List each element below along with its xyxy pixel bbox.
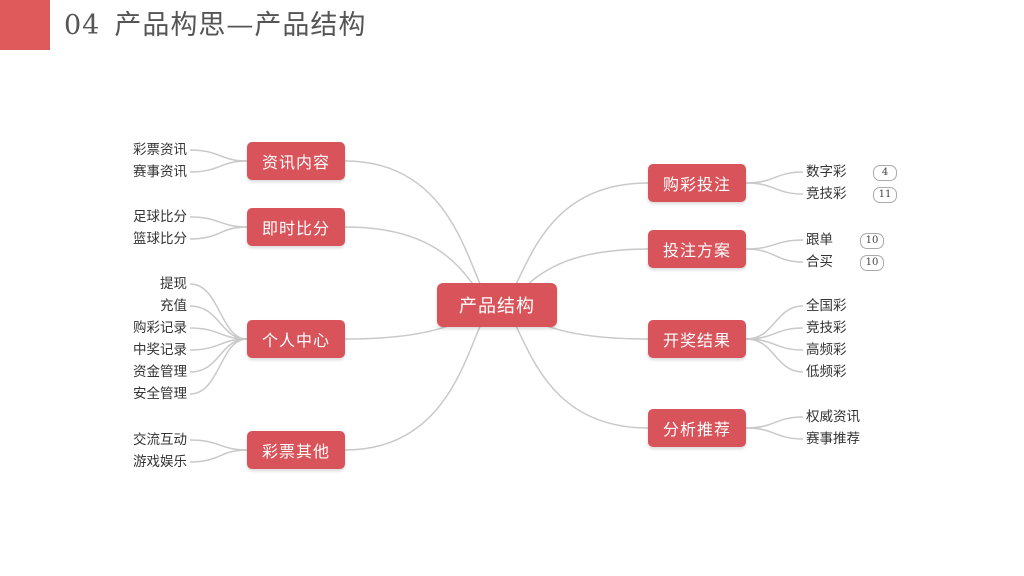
connector-left-3-0 [189,439,248,451]
count-badge: 4 [873,165,897,181]
leaf-football-score: 足球比分 [133,209,187,225]
connector-left-1-1 [189,226,248,240]
leaf-authoritative-news: 权威资讯 [806,409,860,425]
branch-buy-bet[interactable]: 购彩投注 [648,164,746,202]
section-title: 产品构思—产品结构 [114,10,367,41]
leaf-basketball-score: 篮球比分 [133,231,187,247]
page-title: 04 产品构思—产品结构 [64,4,366,48]
leaf-winning-records: 中奖记录 [133,342,187,358]
leaf-game-entertainment: 游戏娱乐 [133,454,187,470]
leaf-withdraw: 提现 [160,276,187,292]
connector-left-2-5 [189,338,248,395]
center-node-product-structure[interactable]: 产品结构 [437,283,557,327]
leaf-lottery-news: 彩票资讯 [133,142,187,158]
count-badge: 10 [860,233,884,249]
leaf-recharge: 充值 [160,298,187,314]
branch-analysis[interactable]: 分析推荐 [648,409,746,447]
branch-lottery-other[interactable]: 彩票其他 [247,431,345,469]
connector-left-1-0 [189,216,248,228]
leaf-low-frequency: 低频彩 [806,364,847,380]
branch-user-center[interactable]: 个人中心 [247,320,345,358]
leaf-match-news: 赛事资讯 [133,164,187,180]
leaf-high-frequency: 高频彩 [806,342,847,358]
connector-right-3-0 [745,416,804,429]
leaf-fund-management: 资金管理 [133,364,187,380]
leaf-interaction: 交流互动 [133,432,187,448]
leaf-match-recommendation: 赛事推荐 [806,431,860,447]
count-badge: 10 [860,255,884,271]
connector-left-0-0 [189,149,248,162]
connector-right-3-1 [745,427,804,440]
connector-left-2-0 [189,283,248,340]
leaf-purchase-records: 购彩记录 [133,320,187,336]
connector-left-0-1 [189,160,248,173]
connector-left-3-1 [189,449,248,463]
branch-news-content[interactable]: 资讯内容 [247,142,345,180]
leaf-digital-lottery: 数字彩 [806,164,847,180]
count-badge: 11 [873,187,897,203]
connector-right-1-1 [745,248,804,263]
leaf-sports-lottery: 竞技彩 [806,186,847,202]
connector-right-2-3 [745,338,804,373]
leaf-security-management: 安全管理 [133,386,187,402]
header-accent-block [0,0,50,50]
connector-right-1-0 [745,239,804,250]
leaf-group-buy: 合买 [806,254,833,270]
connector-right-0-1 [745,182,804,195]
branch-draw-results[interactable]: 开奖结果 [648,320,746,358]
section-number: 04 [64,10,101,41]
branch-bet-plan[interactable]: 投注方案 [648,230,746,268]
branch-live-score[interactable]: 即时比分 [247,208,345,246]
leaf-follow-bet: 跟单 [806,232,833,248]
leaf-sports-lottery-results: 竞技彩 [806,320,847,336]
connector-right-0-0 [745,171,804,184]
leaf-national-lottery: 全国彩 [806,298,847,314]
